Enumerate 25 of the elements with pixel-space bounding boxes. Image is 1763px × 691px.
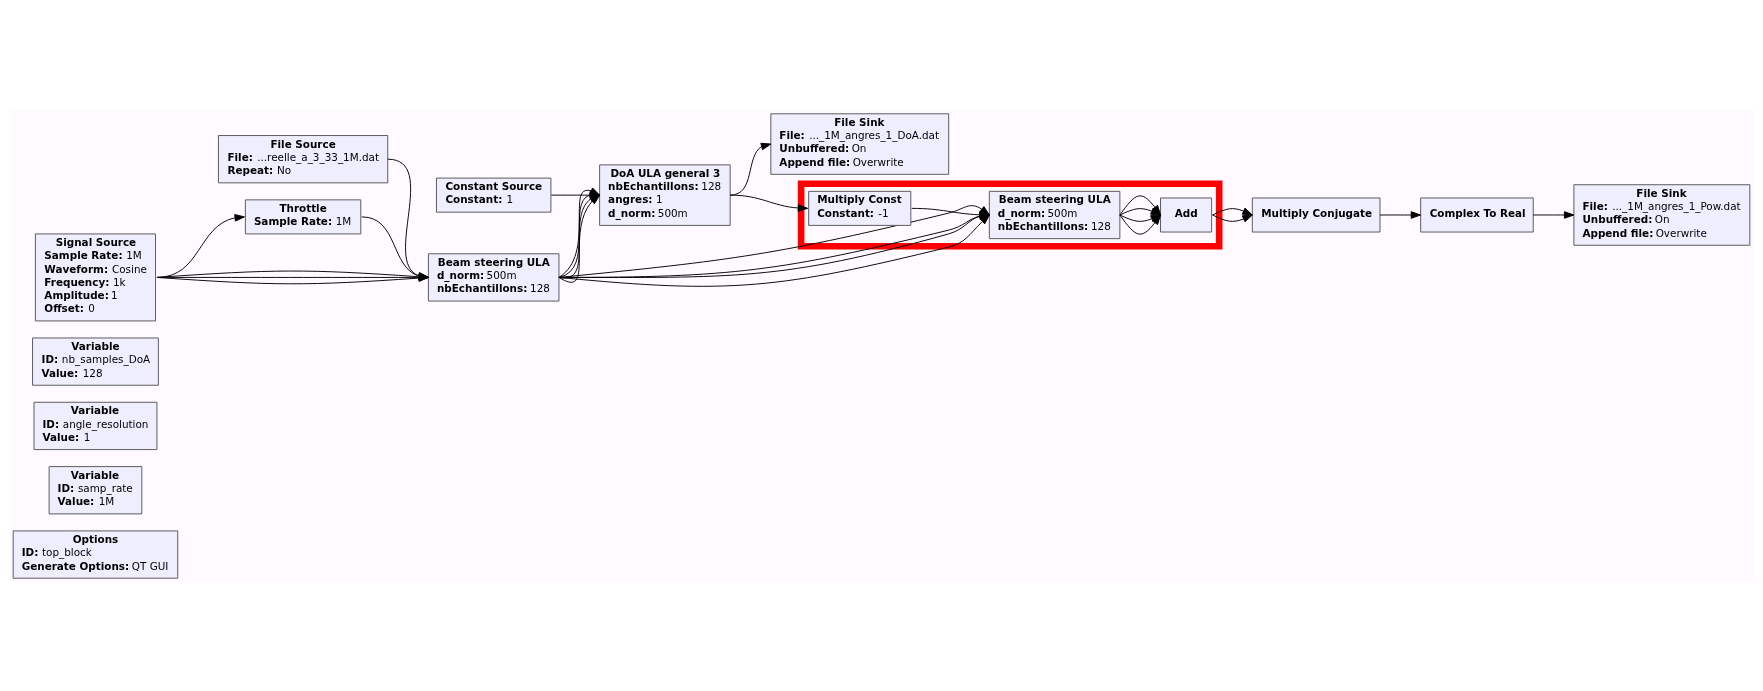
node-box: Variable ID: nb_samples_DoA Value: 128 bbox=[32, 337, 159, 386]
node-box: DoA ULA general 3 nbEchantillons: 128 angres: 1 d_norm: 500m bbox=[599, 163, 731, 226]
node-box: Beam steering ULA d_norm: 500m nbEchantillons: 128 bbox=[988, 190, 1121, 239]
arrow bbox=[550, 190, 601, 199]
arrow bbox=[1532, 210, 1575, 219]
node-box: Multiply Const Constant: -1 bbox=[808, 190, 912, 226]
arrow bbox=[1212, 207, 1253, 215]
node-box: Add bbox=[1160, 197, 1213, 232]
node-box: Beam steering ULA d_norm: 500m nbEchantillons: 128 bbox=[427, 252, 560, 302]
arrow bbox=[729, 194, 809, 212]
arrow bbox=[729, 142, 772, 196]
arrow bbox=[1379, 210, 1422, 219]
node-box: Variable ID: samp_rate Value: 1M bbox=[48, 465, 143, 514]
arrow bbox=[1212, 214, 1253, 222]
node-box: File Source File: ...reelle_a_3_33_1M.dat Repeat: No bbox=[217, 134, 389, 183]
node-box: Variable ID: angle_resolution Value: 1 bbox=[33, 401, 158, 450]
node-box: File Sink File: ..._1M_angres_1_Pow.dat Unbuffered: On Append file: Overwrite bbox=[1573, 183, 1751, 246]
node-box: Multiply Conjugate bbox=[1251, 197, 1381, 232]
arrow bbox=[1119, 214, 1161, 222]
node-box: File Sink File: ..._1M_angres_1_DoA.dat Unbuffered: On Append file: Overwrite bbox=[770, 112, 950, 175]
node-box: Throttle Sample Rate: 1M bbox=[244, 198, 362, 234]
node-box: Signal Source Sample Rate: 1M Waveform: Cosine Frequency: 1k Amplitude: 1 Offset: 0 bbox=[34, 232, 156, 321]
node-box: Complex To Real bbox=[1420, 197, 1534, 232]
node-box: Options ID: top_block Generate Options: QT GUI bbox=[12, 529, 179, 579]
node-box: Constant Source Constant: 1 bbox=[436, 177, 552, 213]
